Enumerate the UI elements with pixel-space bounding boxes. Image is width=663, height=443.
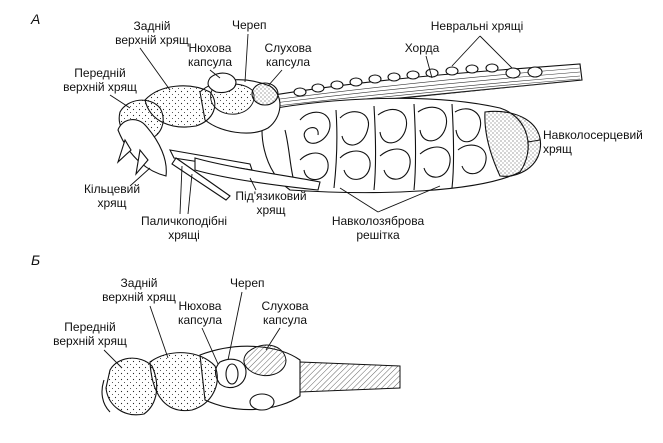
- label-line: Передній: [74, 66, 125, 80]
- label-line: хрящі: [168, 228, 200, 242]
- label-a-posterior-supra: Задній верхній хрящ: [115, 19, 189, 91]
- leader-line: [201, 327, 219, 365]
- leader-line: [139, 47, 171, 91]
- leader-line: [129, 167, 151, 187]
- label-line: Паличкоподібні: [141, 214, 227, 228]
- label-line: хрящ: [257, 203, 286, 217]
- leader-line: [377, 185, 441, 213]
- label-line: верхній хрящ: [63, 80, 137, 94]
- leader-line: [479, 35, 513, 69]
- label-a-anterior-supra: Передній верхній хрящ: [63, 66, 137, 109]
- leader-line: [265, 327, 281, 351]
- label-line: Передній: [64, 320, 115, 334]
- label-line: Задній: [134, 19, 171, 33]
- leader-line: [425, 55, 433, 79]
- label-line: Нюхова: [179, 299, 222, 313]
- label-line: Кільцевий: [84, 182, 140, 196]
- leader-line: [187, 173, 193, 215]
- leader-line: [244, 33, 249, 83]
- label-a-nasal: Нюхова капсула: [188, 41, 232, 79]
- label-a-neural: Невральні хрящі: [431, 19, 524, 69]
- label-line: капсула: [188, 55, 232, 69]
- label-line: Навколозяброва: [332, 214, 425, 228]
- leader-line: [103, 349, 123, 369]
- label-line: капсула: [178, 313, 222, 327]
- label-a-hyoid: Під'язиковий хрящ: [235, 177, 307, 217]
- leader-line: [149, 305, 169, 359]
- panel-a-letter: А: [30, 11, 40, 27]
- label-line: Слухова: [264, 41, 311, 55]
- leader-line: [179, 165, 183, 215]
- label-line: Під'язиковий: [235, 189, 306, 203]
- leader-line: [527, 139, 541, 143]
- panel-b-drawing: [101, 344, 401, 416]
- leader-line: [339, 187, 379, 213]
- leader-line: [209, 69, 221, 79]
- label-line: Невральні хрящі: [431, 19, 524, 33]
- panel-b-letter: Б: [31, 252, 40, 268]
- label-a-auditory: Слухова капсула: [264, 41, 312, 87]
- label-line: Хорда: [405, 41, 440, 55]
- label-line: Череп: [232, 18, 267, 32]
- label-line: решітка: [356, 228, 400, 242]
- leader-line: [227, 291, 243, 361]
- leader-line: [451, 35, 481, 67]
- label-line: Слухова: [261, 299, 308, 313]
- label-b-auditory: Слухова капсула: [261, 299, 309, 351]
- label-a-branchial: Навколозяброва решітка: [332, 185, 441, 242]
- label-a-chord: Хорда: [405, 41, 440, 79]
- label-b-posterior-supra: Задній верхній хрящ: [102, 276, 176, 359]
- label-line: капсула: [263, 313, 307, 327]
- label-b-nasal: Нюхова капсула: [178, 299, 222, 365]
- leader-line: [249, 177, 257, 191]
- label-line: Задній: [121, 276, 158, 290]
- label-b-skull: Череп: [227, 276, 265, 361]
- label-line: верхній хрящ: [115, 33, 189, 47]
- label-a-annular: Кільцевий хрящ: [84, 167, 151, 210]
- label-line: хрящ: [543, 142, 572, 156]
- leader-line: [109, 94, 131, 109]
- label-line: хрящ: [98, 196, 127, 210]
- label-line: Навколосерцевий: [543, 128, 643, 142]
- label-line: Нюхова: [189, 41, 232, 55]
- leader-line: [267, 69, 283, 87]
- label-line: Череп: [230, 276, 265, 290]
- label-line: верхній хрящ: [53, 334, 127, 348]
- panel-a-drawing: [116, 63, 583, 201]
- label-a-styliform: Паличкоподібні хрящі: [141, 165, 227, 242]
- label-line: капсула: [266, 55, 310, 69]
- label-line: верхній хрящ: [102, 290, 176, 304]
- label-b-anterior-supra: Передній верхній хрящ: [53, 320, 127, 369]
- label-a-pericardial: Навколосерцевий хрящ: [527, 128, 643, 156]
- label-a-skull: Череп: [232, 18, 267, 83]
